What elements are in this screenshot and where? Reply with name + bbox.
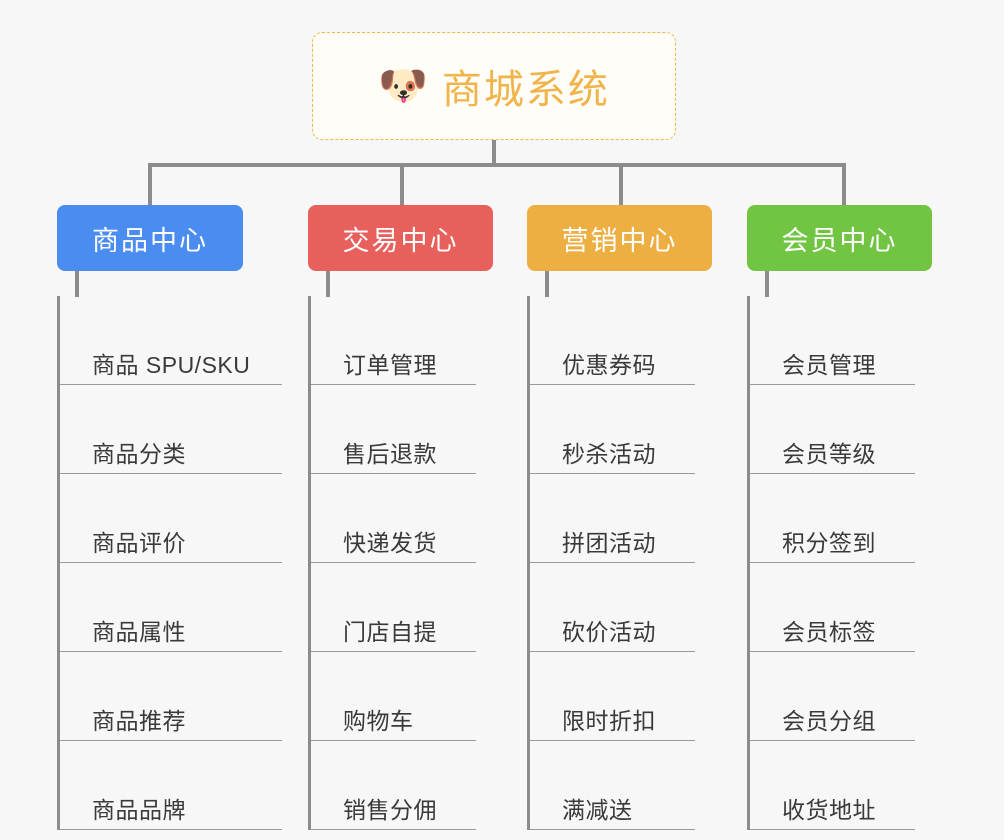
leaf-list-trade-center: 订单管理 售后退款 快递发货 门店自提 购物车 销售分佣: [308, 296, 493, 830]
category-header-trade-center[interactable]: 交易中心: [308, 205, 493, 271]
leaf-item-flash-sale[interactable]: 秒杀活动: [530, 385, 695, 474]
leaf-item-shopping-cart[interactable]: 购物车: [311, 652, 476, 741]
leaf-list-marketing-center: 优惠券码 秒杀活动 拼团活动 砍价活动 限时折扣 满减送: [527, 296, 712, 830]
category-header-label: 交易中心: [342, 225, 459, 256]
leaf-item-label: 满减送: [562, 797, 633, 823]
leaf-item-member-management[interactable]: 会员管理: [750, 296, 915, 385]
leaf-item-label: 销售分佣: [343, 797, 437, 823]
connector-bus-line: [148, 163, 846, 167]
leaf-item-label: 订单管理: [343, 352, 437, 378]
connector-drop-trade-center: [400, 163, 404, 205]
leaf-item-product-recommend[interactable]: 商品推荐: [60, 652, 282, 741]
leaf-item-label: 商品分类: [92, 441, 186, 467]
leaf-list-member-center: 会员管理 会员等级 积分签到 会员标签 会员分组 收货地址: [747, 296, 932, 830]
leaf-item-label: 商品评价: [92, 530, 186, 556]
leaf-item-full-reduction-gift[interactable]: 满减送: [530, 741, 695, 830]
leaf-item-product-category[interactable]: 商品分类: [60, 385, 282, 474]
connector-spine-stub-marketing-center: [545, 271, 549, 297]
leaf-item-label: 商品品牌: [92, 797, 186, 823]
leaf-item-product-spu-sku[interactable]: 商品 SPU/SKU: [60, 296, 282, 385]
branch-trade-center: 交易中心 订单管理 售后退款 快递发货 门店自提 购物车 销售分佣: [308, 205, 493, 830]
leaf-item-express-shipping[interactable]: 快递发货: [311, 474, 476, 563]
category-header-label: 营销中心: [561, 225, 678, 256]
leaf-item-label: 优惠券码: [562, 352, 656, 378]
connector-drop-member-center: [842, 163, 846, 205]
leaf-item-label: 商品 SPU/SKU: [92, 352, 251, 378]
leaf-item-label: 会员等级: [782, 441, 876, 467]
root-node-mall-system[interactable]: 🐶 商城系统: [312, 32, 676, 140]
leaf-item-label: 会员分组: [782, 708, 876, 734]
leaf-item-label: 收货地址: [782, 797, 876, 823]
leaf-item-label: 快递发货: [343, 530, 437, 556]
root-node-title: 商城系统: [441, 68, 610, 112]
shiba-dog-face-icon: 🐶: [378, 64, 428, 108]
leaf-item-label: 购物车: [343, 708, 414, 734]
leaf-item-label: 售后退款: [343, 441, 437, 467]
leaf-list-product-center: 商品 SPU/SKU 商品分类 商品评价 商品属性 商品推荐 商品品牌: [57, 296, 282, 830]
leaf-item-shipping-address[interactable]: 收货地址: [750, 741, 915, 830]
leaf-item-order-management[interactable]: 订单管理: [311, 296, 476, 385]
connector-root-stem: [492, 140, 496, 165]
leaf-item-product-review[interactable]: 商品评价: [60, 474, 282, 563]
leaf-item-label: 门店自提: [343, 619, 437, 645]
leaf-item-label: 限时折扣: [562, 708, 656, 734]
leaf-item-label: 商品推荐: [92, 708, 186, 734]
branch-member-center: 会员中心 会员管理 会员等级 积分签到 会员标签 会员分组 收货地址: [747, 205, 932, 830]
leaf-item-label: 拼团活动: [562, 530, 656, 556]
branch-product-center: 商品中心 商品 SPU/SKU 商品分类 商品评价 商品属性 商品推荐 商品品牌: [57, 205, 282, 830]
leaf-item-points-checkin[interactable]: 积分签到: [750, 474, 915, 563]
category-header-product-center[interactable]: 商品中心: [57, 205, 243, 271]
branch-marketing-center: 营销中心 优惠券码 秒杀活动 拼团活动 砍价活动 限时折扣 满减送: [527, 205, 712, 830]
category-header-member-center[interactable]: 会员中心: [747, 205, 932, 271]
leaf-item-coupon-code[interactable]: 优惠券码: [530, 296, 695, 385]
leaf-item-after-sales-refund[interactable]: 售后退款: [311, 385, 476, 474]
leaf-item-product-attribute[interactable]: 商品属性: [60, 563, 282, 652]
category-header-label: 商品中心: [92, 225, 208, 256]
leaf-item-label: 秒杀活动: [562, 441, 656, 467]
leaf-item-sales-commission[interactable]: 销售分佣: [311, 741, 476, 830]
connector-spine-stub-trade-center: [326, 271, 330, 297]
connector-drop-marketing-center: [619, 163, 623, 205]
leaf-item-store-pickup[interactable]: 门店自提: [311, 563, 476, 652]
leaf-item-product-brand[interactable]: 商品品牌: [60, 741, 282, 830]
leaf-item-label: 会员管理: [782, 352, 876, 378]
leaf-item-limited-time-discount[interactable]: 限时折扣: [530, 652, 695, 741]
connector-spine-stub-product-center: [75, 271, 79, 297]
category-header-marketing-center[interactable]: 营销中心: [527, 205, 712, 271]
connector-drop-product-center: [148, 163, 152, 205]
leaf-item-member-group[interactable]: 会员分组: [750, 652, 915, 741]
leaf-item-label: 商品属性: [92, 619, 186, 645]
category-header-label: 会员中心: [781, 225, 898, 256]
leaf-item-label: 会员标签: [782, 619, 876, 645]
connector-spine-stub-member-center: [765, 271, 769, 297]
leaf-item-group-buy[interactable]: 拼团活动: [530, 474, 695, 563]
leaf-item-label: 积分签到: [782, 530, 876, 556]
leaf-item-label: 砍价活动: [562, 619, 656, 645]
leaf-item-member-tag[interactable]: 会员标签: [750, 563, 915, 652]
leaf-item-member-level[interactable]: 会员等级: [750, 385, 915, 474]
leaf-item-bargain-activity[interactable]: 砍价活动: [530, 563, 695, 652]
